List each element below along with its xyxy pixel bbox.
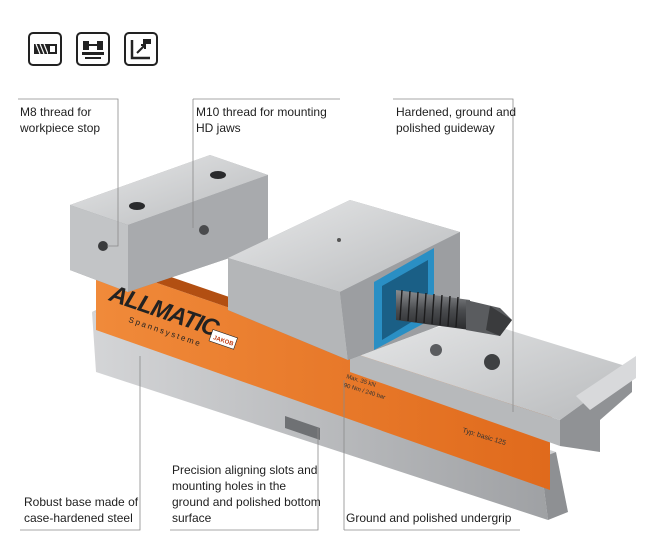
- callout-undergrip: Ground and polished undergrip: [346, 511, 512, 525]
- leader-slots: [170, 428, 319, 531]
- spindle-screw: [396, 289, 512, 336]
- aligning-slot: [285, 416, 320, 440]
- leader-m10: [192, 98, 340, 228]
- callout-m10-thread: M10 thread for mounting HD jaws: [196, 105, 327, 135]
- callout-guideway: Hardened, ground and polished guideway: [396, 105, 517, 135]
- leader-base: [20, 356, 141, 531]
- orange-body: [96, 262, 550, 490]
- thread-icon: [28, 32, 62, 66]
- leader-m8: [18, 98, 119, 247]
- angle-icon: [124, 32, 158, 66]
- clamping-icon: [76, 32, 110, 66]
- leader-undergrip: [343, 380, 520, 531]
- guideway-rail: [350, 352, 560, 446]
- leader-guideway: [393, 98, 514, 412]
- callout-m8-thread: M8 thread for workpiece stop: [20, 105, 101, 135]
- callout-base: Robust base made of case-hardened steel: [24, 495, 139, 525]
- callout-slots: Precision aligning slots and mounting ho…: [172, 463, 321, 525]
